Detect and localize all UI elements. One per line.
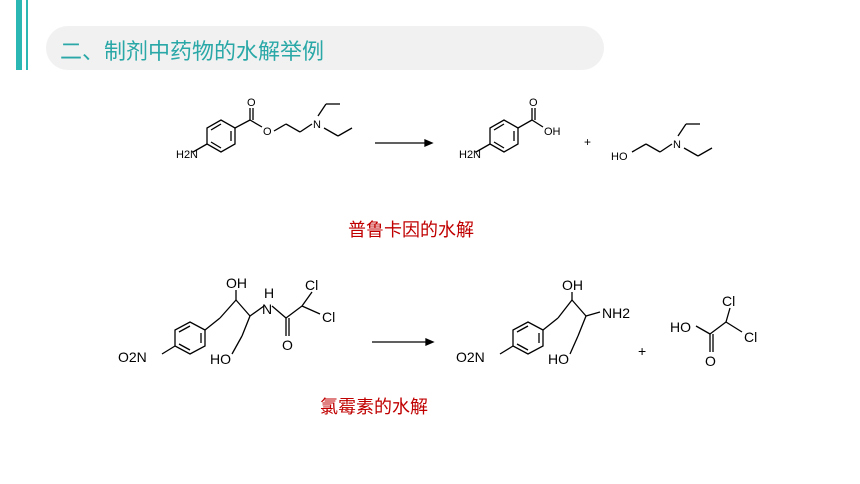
reaction1-plus: + — [584, 135, 591, 149]
page-title: 二、制剂中药物的水解举例 — [60, 40, 325, 65]
chloramphenicol-caption: 氯霉素的水解 — [320, 397, 428, 418]
procaine-carbonyl-o-label: O — [247, 97, 256, 109]
cap-nitro-label: O2N — [118, 349, 147, 365]
cap-carbonyl-o-label: O — [282, 337, 293, 353]
accent-bar — [16, 0, 22, 70]
procaine-caption: 普鲁卡因的水解 — [348, 220, 474, 241]
reaction2-plus: + — [638, 343, 646, 359]
paba-amine-label: H2N — [459, 149, 481, 161]
dea-n-label: N — [673, 139, 681, 151]
procaine-amine-label: H2N — [176, 149, 198, 161]
title-banner: 二、制剂中药物的水解举例 — [46, 26, 604, 70]
diethylaminoethanol-structure — [631, 123, 713, 157]
cap-oh-label: OH — [226, 275, 247, 291]
dca-cl1-label: Cl — [722, 293, 735, 309]
aminodiol-nh2-label: NH2 — [602, 305, 630, 321]
dichloroacetic-acid-structure — [695, 307, 743, 352]
procaine-ester-o-label: O — [263, 126, 272, 138]
aminodiol-oh-label: OH — [562, 277, 583, 293]
paba-structure — [475, 108, 544, 153]
chloramphenicol-structure — [161, 290, 321, 355]
accent-bar-thin — [26, 0, 28, 70]
procaine-n-label: N — [313, 119, 321, 131]
cap-nh-h-label: H — [264, 285, 274, 301]
procaine-structure — [192, 103, 353, 153]
paba-carbonyl-o-label: O — [529, 97, 538, 109]
paba-oh-label: OH — [544, 126, 561, 138]
cap-n-label: N — [262, 301, 272, 317]
aminodiol-ho-label: HO — [548, 351, 569, 367]
dca-ho-label: HO — [670, 319, 691, 335]
aminodiol-structure — [499, 292, 601, 355]
dca-carbonyl-o-label: O — [705, 353, 716, 369]
aminodiol-nitro-label: O2N — [456, 349, 485, 365]
dca-cl2-label: Cl — [744, 329, 757, 345]
cap-ho-label: HO — [210, 351, 231, 367]
cap-cl1-label: Cl — [305, 277, 318, 293]
dea-ho-label: HO — [611, 151, 628, 163]
cap-cl2-label: Cl — [322, 309, 335, 325]
